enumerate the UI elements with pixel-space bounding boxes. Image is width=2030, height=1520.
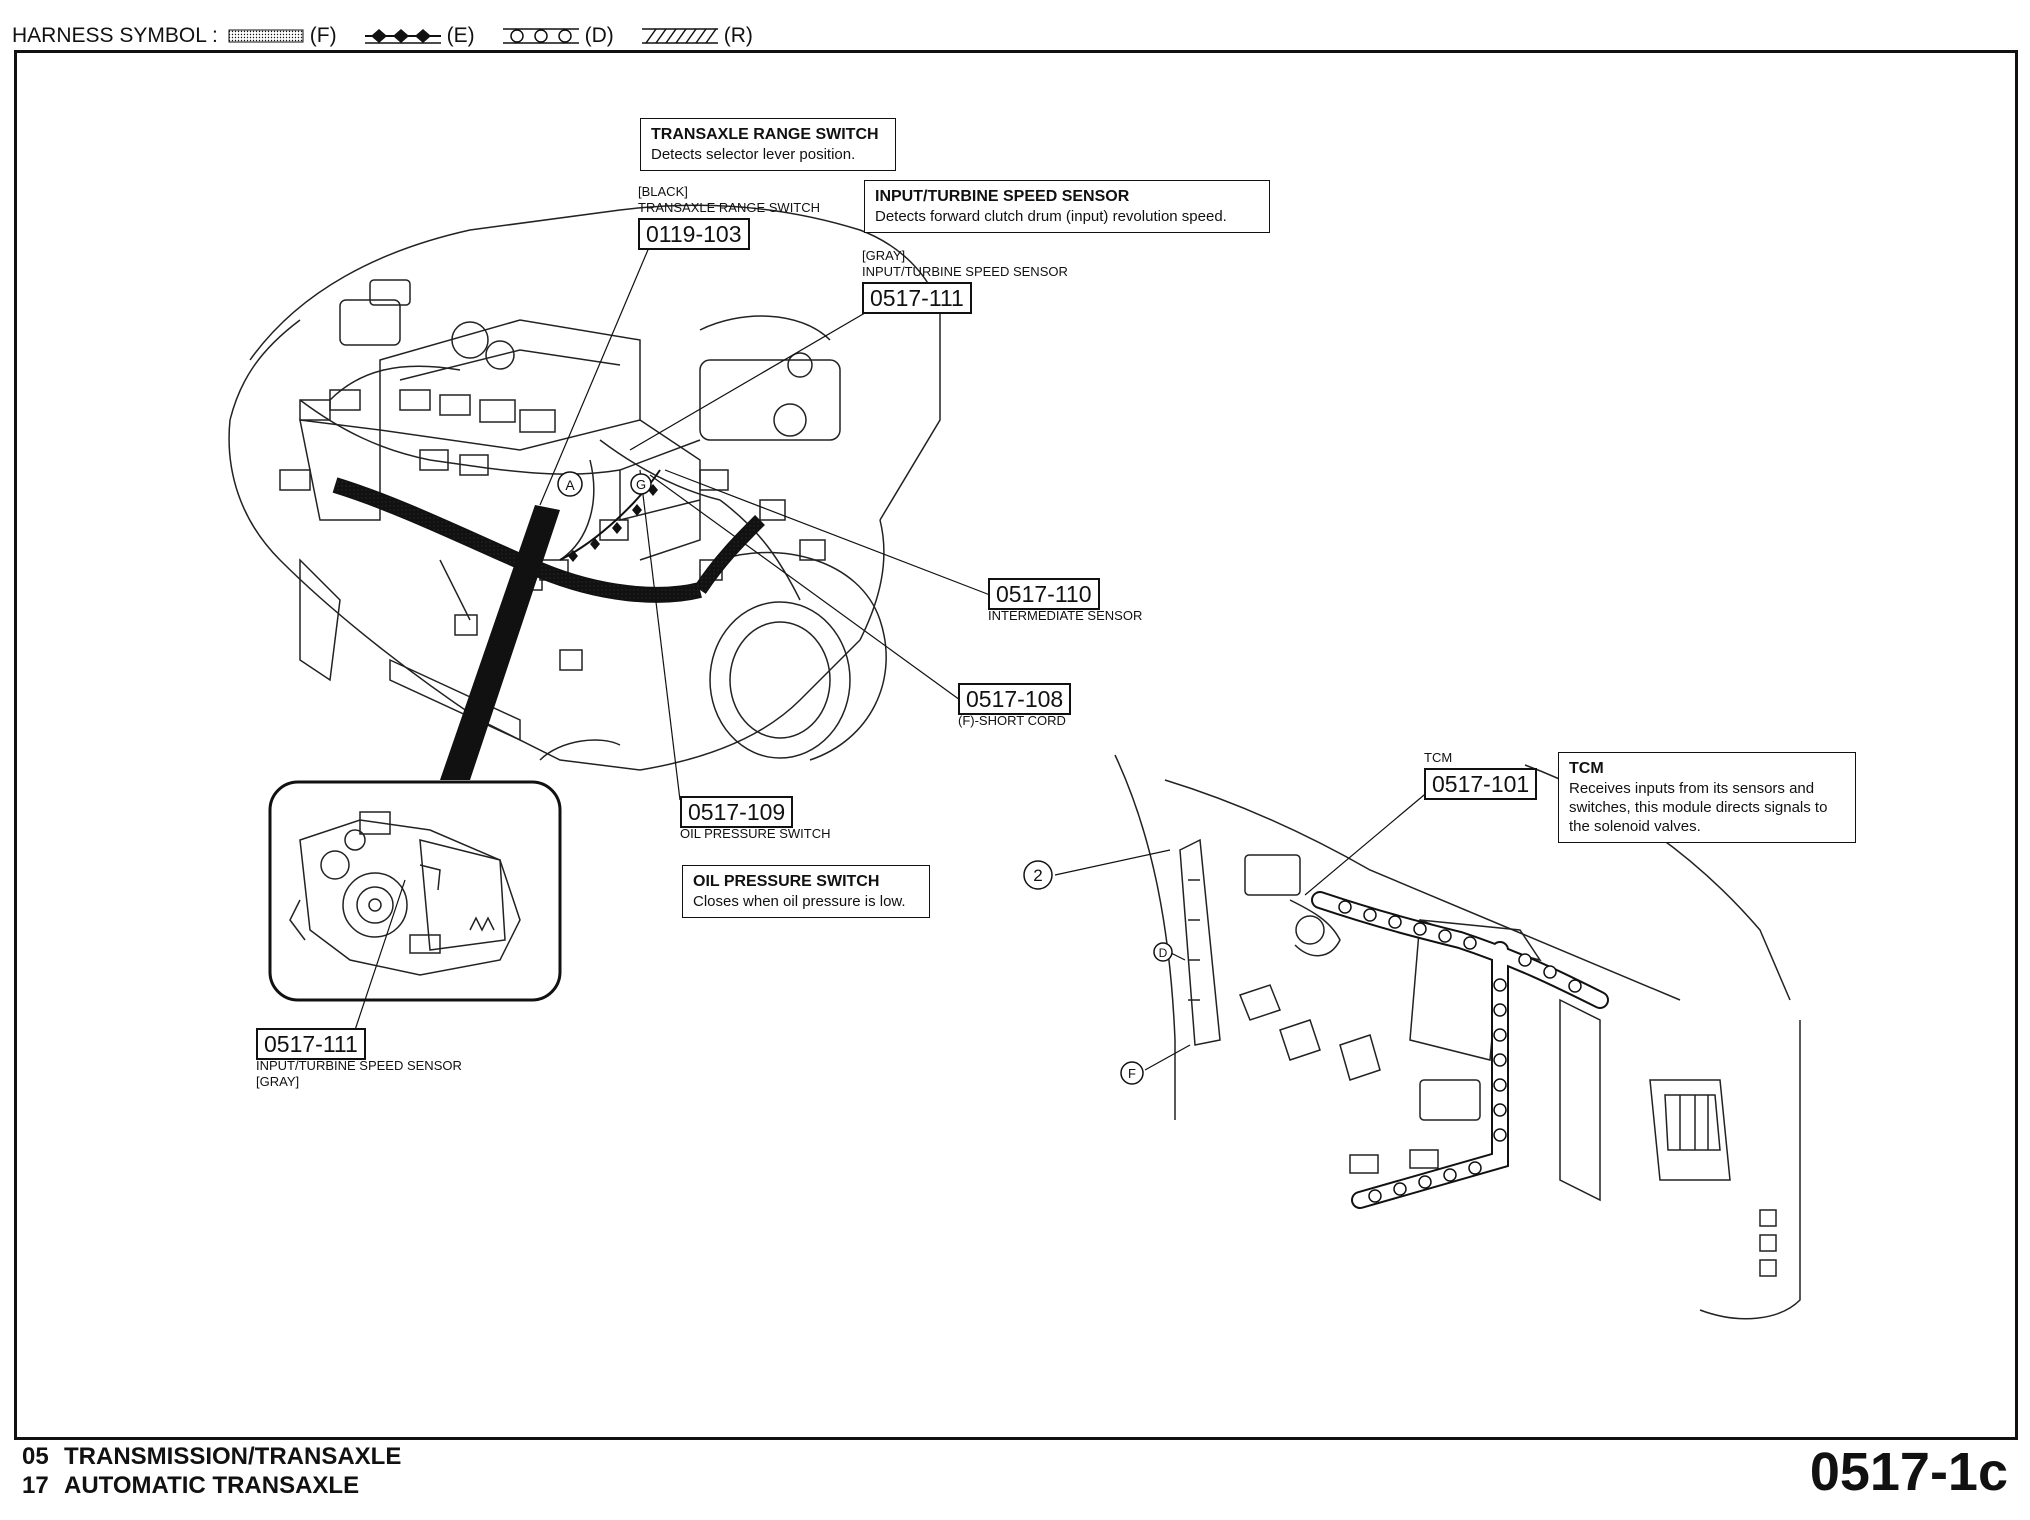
marker-2-ring [1023,860,1053,890]
page-code: 0517-1c [1809,1442,2008,1502]
tcm-title: TCM [1569,760,1604,777]
oil-pressure-title: OIL PRESSURE SWITCH [693,873,880,890]
diagram-frame [14,50,2018,1440]
legend-code-d: (D) [584,24,614,47]
connector-0517-111-desc: INPUT/TURBINE SPEED SENSOR [862,264,1068,279]
connector-0517-110-desc: INTERMEDIATE SENSOR [988,608,1143,623]
connector-0517-101-label: TCM [1424,750,1453,765]
connector-0517-110[interactable]: 0517-110 [988,578,1100,610]
marker-g-label: G [636,477,646,492]
legend-label: HARNESS SYMBOL : [12,24,218,47]
marker-d-label: D [1159,946,1168,960]
harness-e-diamonds [568,484,658,562]
marker-f-label: F [1128,1066,1136,1081]
connector-0517-111-bottom-color: [GRAY] [256,1074,300,1089]
connector-0517-101[interactable]: 0517-101 [1424,768,1538,800]
transaxle-inset-drawing [289,811,521,976]
connector-0517-111-bottom[interactable]: 0517-111 [256,1028,366,1060]
dotted-harness-icon [228,29,304,43]
marker-2-label: 2 [1033,866,1042,885]
turbine-sensor-desc: Detects forward clutch drum (input) revo… [875,208,1227,225]
section-name: TRANSMISSION/TRANSAXLE [64,1443,402,1470]
marker-a-label: A [565,477,575,493]
turbine-sensor-callout: INPUT/TURBINE SPEED SENSOR Detects forwa… [864,180,1270,233]
connector-0119-103-desc: TRANSAXLE RANGE SWITCH [638,200,821,215]
oil-pressure-callout: OIL PRESSURE SWITCH Closes when oil pres… [682,865,930,918]
harness-d-circles [1338,900,1582,1203]
section-title: 05 TRANSMISSION/TRANSAXLE 17 AUTOMATIC TRA… [22,1442,401,1500]
inset-pointer-wedge [440,505,560,780]
subsection-name: AUTOMATIC TRANSAXLE [64,1472,360,1499]
inset-frame [268,780,562,1002]
tcm-desc: Receives inputs from its sensors and swi… [1569,780,1828,835]
leader-lines [354,244,1431,1071]
marker-a-ring [557,471,583,497]
tcm-callout: TCM Receives inputs from its sensors and… [1558,752,1856,843]
connector-0517-108-desc: (F)-SHORT CORD [958,713,1066,728]
turbine-sensor-title: INPUT/TURBINE SPEED SENSOR [875,188,1130,205]
range-switch-title: TRANSAXLE RANGE SWITCH [651,126,879,143]
circle-harness-icon [502,28,579,44]
diamond-harness-icon [364,29,441,44]
connector-0517-111-top[interactable]: 0517-111 [862,282,972,314]
connector-0119-103[interactable]: 0119-103 [638,218,750,250]
legend-code-e: (E) [446,24,475,47]
section-number: 05 [22,1443,49,1470]
marker-f-ring [1120,1061,1144,1085]
connector-0517-109[interactable]: 0517-109 [680,796,794,828]
subsection-number: 17 [22,1472,49,1499]
legend-code-r: (R) [723,24,753,47]
oil-pressure-desc: Closes when oil pressure is low. [693,893,906,910]
connector-0517-109-desc: OIL PRESSURE SWITCH [680,826,831,841]
connector-0119-103-color: [BLACK] [638,184,688,199]
connector-0517-111-color: [GRAY] [862,248,906,263]
connector-0517-108[interactable]: 0517-108 [958,683,1072,715]
range-switch-desc: Detects selector lever position. [651,146,856,163]
hatched-harness-icon [641,28,718,44]
legend-code-f: (F) [309,24,337,47]
marker-d-ring [1153,942,1173,962]
marker-g-ring [630,473,652,495]
harness-symbol-legend: HARNESS SYMBOL : (F) (E) (D) (R) [12,18,771,54]
connector-0517-111-bottom-desc: INPUT/TURBINE SPEED SENSOR [256,1058,462,1073]
range-switch-callout: TRANSAXLE RANGE SWITCH Detects selector … [640,118,896,171]
